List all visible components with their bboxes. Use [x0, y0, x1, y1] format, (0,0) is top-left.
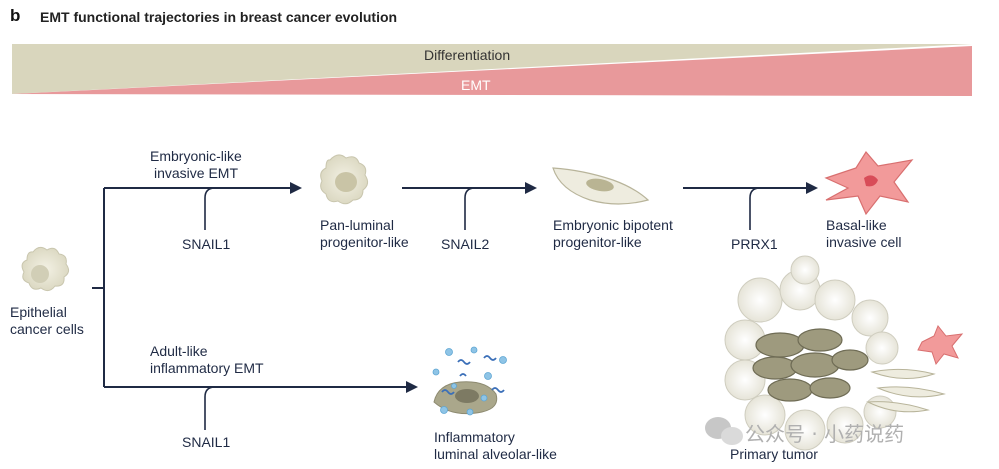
emt-wedge	[12, 46, 972, 96]
start-label: Epithelial cancer cells	[10, 304, 84, 338]
basal-like-line1: Basal-like	[826, 217, 887, 233]
arrowhead	[525, 182, 537, 194]
snail2-connector	[464, 187, 476, 230]
upper-branch-line2: invasive EMT	[154, 165, 239, 181]
prrx1-connector	[749, 187, 761, 230]
emt-label: EMT	[461, 77, 491, 93]
pan-luminal-label: Pan-luminal progenitor-like	[320, 217, 409, 251]
differentiation-label: Differentiation	[424, 47, 511, 63]
factor-snail2: SNAIL2	[441, 236, 490, 252]
cytokine-squiggles	[441, 355, 505, 395]
bipotent-line2: progenitor-like	[553, 234, 642, 250]
pan-luminal-line2: progenitor-like	[320, 234, 409, 250]
bipotent-label: Embryonic bipotent progenitor-like	[553, 217, 673, 251]
epithelial-cell	[21, 246, 70, 292]
pan-luminal-line1: Pan-luminal	[320, 217, 394, 233]
inflammatory-cell	[432, 346, 507, 416]
pan-luminal-cell	[320, 154, 369, 205]
inflammatory-label: Inflammatory luminal alveolar-like	[434, 429, 557, 463]
lower-branch-line1: Adult-like	[150, 343, 208, 359]
snail1-lower-connector	[204, 386, 216, 430]
branch-lines	[92, 187, 808, 388]
basal-like-line2: invasive cell	[826, 234, 902, 250]
upper-branch-line1: Embryonic-like	[150, 148, 242, 164]
wechat-icon	[705, 417, 743, 445]
cytokine-dots	[432, 346, 507, 416]
bipotent-line1: Embryonic bipotent	[553, 217, 673, 233]
snail1-connector	[204, 187, 216, 230]
primary-tumor-label: Primary tumor	[730, 446, 818, 462]
arrow-heads	[290, 182, 818, 393]
arrowhead	[290, 182, 302, 194]
basal-like-label: Basal-like invasive cell	[826, 217, 901, 251]
basal-like-cell	[824, 150, 914, 216]
inflammatory-line1: Inflammatory	[434, 429, 515, 445]
bipotent-cell	[552, 167, 650, 205]
start-label-line2: cancer cells	[10, 321, 84, 337]
factor-snail1: SNAIL1	[182, 236, 231, 252]
factor-connectors	[204, 187, 761, 430]
arrowhead	[806, 182, 818, 194]
differentiation-wedge	[12, 44, 972, 94]
lower-branch-line2: inflammatory EMT	[150, 360, 264, 376]
factor-prrx1: PRRX1	[731, 236, 778, 252]
inflammatory-line2: luminal alveolar-like	[434, 446, 557, 462]
factor-snail1-lower: SNAIL1	[182, 434, 231, 450]
lower-branch-label: Adult-like inflammatory EMT	[150, 343, 264, 377]
watermark-text: 公众号 · 小药说药	[745, 422, 905, 446]
arrowhead	[406, 381, 418, 393]
panel-letter: b	[10, 6, 21, 25]
start-label-line1: Epithelial	[10, 304, 67, 320]
primary-tumor	[724, 255, 964, 451]
upper-branch-label: Embryonic-like invasive EMT	[150, 148, 242, 182]
figure-title: EMT functional trajectories in breast ca…	[40, 9, 398, 25]
